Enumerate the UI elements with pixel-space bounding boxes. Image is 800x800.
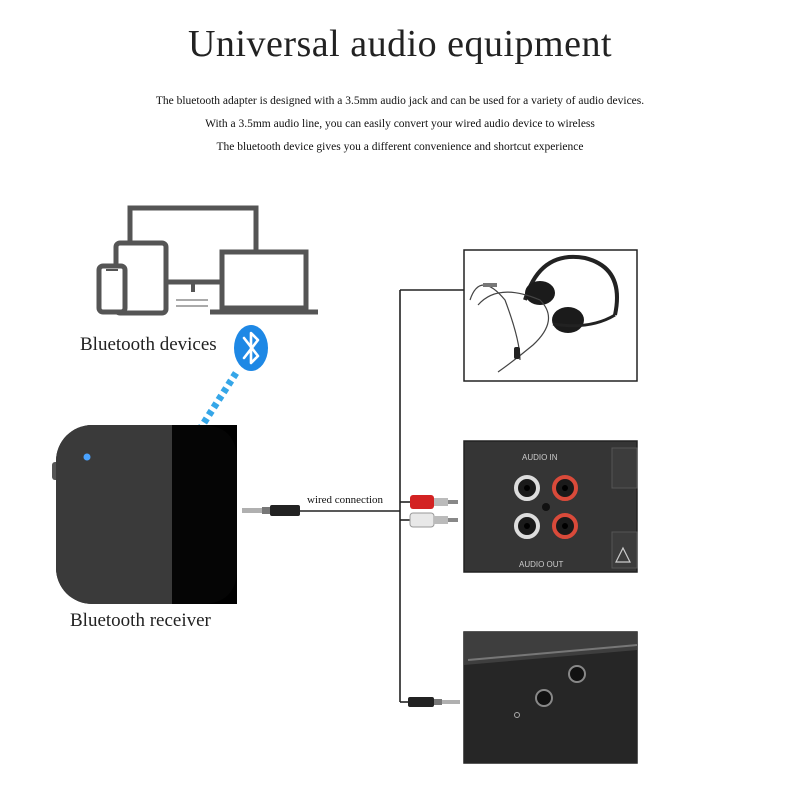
laptop-jack-panel — [463, 631, 638, 764]
bluetooth-devices-label: Bluetooth devices — [80, 334, 217, 355]
laptop-jack-icon — [464, 632, 638, 763]
page-title: Universal audio equipment — [187, 23, 613, 65]
headphones-panel — [463, 249, 638, 382]
wired-connection-label: wired connection — [307, 494, 384, 506]
speaker-panel — [463, 440, 638, 573]
headphones-icon — [469, 254, 619, 373]
bluetooth-icon — [234, 325, 268, 371]
laptop-plug — [408, 697, 460, 707]
description-line-2: With a 3.5mm audio line, you can easily … — [205, 118, 595, 130]
rca-plugs — [409, 495, 458, 528]
description-line-1: The bluetooth adapter is designed with a… — [155, 95, 645, 107]
speaker-panel-icon — [514, 475, 631, 563]
receiver-icon — [52, 425, 237, 604]
audio-in-label: AUDIO IN — [522, 453, 558, 462]
description-line-3: The bluetooth device gives you a differe… — [216, 141, 584, 153]
devices-icon — [96, 205, 318, 316]
bluetooth-receiver-label: Bluetooth receiver — [70, 610, 211, 631]
receiver-plug — [242, 505, 300, 516]
bluetooth-link — [195, 371, 239, 434]
audio-out-label: AUDIO OUT — [519, 560, 564, 569]
